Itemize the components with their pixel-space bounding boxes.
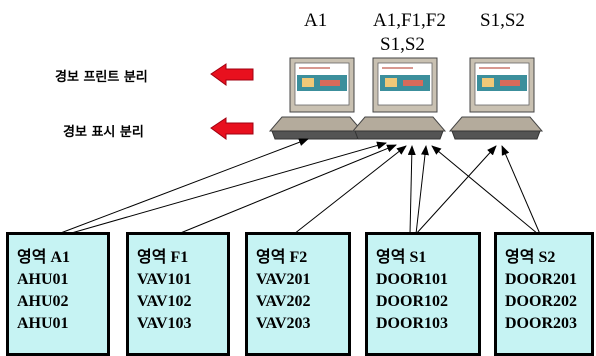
- alarm-display-label: 경보 표시 분리: [63, 125, 144, 140]
- zone-item: VAV101: [137, 271, 192, 288]
- zone-title: 영역 F2: [256, 249, 308, 266]
- zone-item: VAV201: [256, 271, 311, 288]
- zone-box-f1: 영역 F1 VAV101 VAV102 VAV103: [126, 232, 230, 356]
- monitor-2-label: A1,F1,F2: [373, 10, 446, 31]
- zone-title: 영역 A1: [17, 249, 70, 266]
- monitor-3-label: S1,S2: [480, 10, 525, 31]
- zone-box-f2: 영역 F2 VAV201 VAV202 VAV203: [245, 232, 351, 356]
- zone-item: AHU02: [17, 293, 69, 310]
- connection-arrows: [57, 138, 541, 235]
- zone-item: DOOR201: [505, 271, 577, 288]
- zone-item: DOOR103: [376, 315, 448, 332]
- zone-item: VAV102: [137, 293, 192, 310]
- alarm-print-label: 경보 프린트 분리: [55, 70, 148, 85]
- zone-box-s2: 영역 S2 DOOR201 DOOR202 DOOR203: [494, 232, 594, 356]
- zone-title: 영역 S2: [505, 249, 556, 266]
- zone-item: AHU01: [17, 271, 69, 288]
- zone-item: VAV202: [256, 293, 311, 310]
- workstation-3: [448, 57, 544, 140]
- alarm-print-arrow: [210, 63, 254, 86]
- zone-item: AHU01: [17, 315, 69, 332]
- monitor-2-label-line2: S1,S2: [380, 34, 425, 55]
- zone-title: 영역 F1: [137, 249, 189, 266]
- zone-item: DOOR102: [376, 293, 448, 310]
- zone-item: DOOR202: [505, 293, 577, 310]
- workstation-2: [351, 57, 447, 140]
- zone-box-s1: 영역 S1 DOOR101 DOOR102 DOOR103: [365, 232, 481, 356]
- zone-item: DOOR203: [505, 315, 577, 332]
- zone-item: VAV103: [137, 315, 192, 332]
- monitor-1-label: A1: [304, 10, 328, 31]
- zone-title: 영역 S1: [376, 249, 427, 266]
- alarm-display-arrow: [210, 117, 254, 140]
- workstation-1: [268, 57, 364, 140]
- zone-item: VAV203: [256, 315, 311, 332]
- zone-item: DOOR101: [376, 271, 448, 288]
- zone-box-a1: 영역 A1 AHU01 AHU02 AHU01: [6, 232, 110, 356]
